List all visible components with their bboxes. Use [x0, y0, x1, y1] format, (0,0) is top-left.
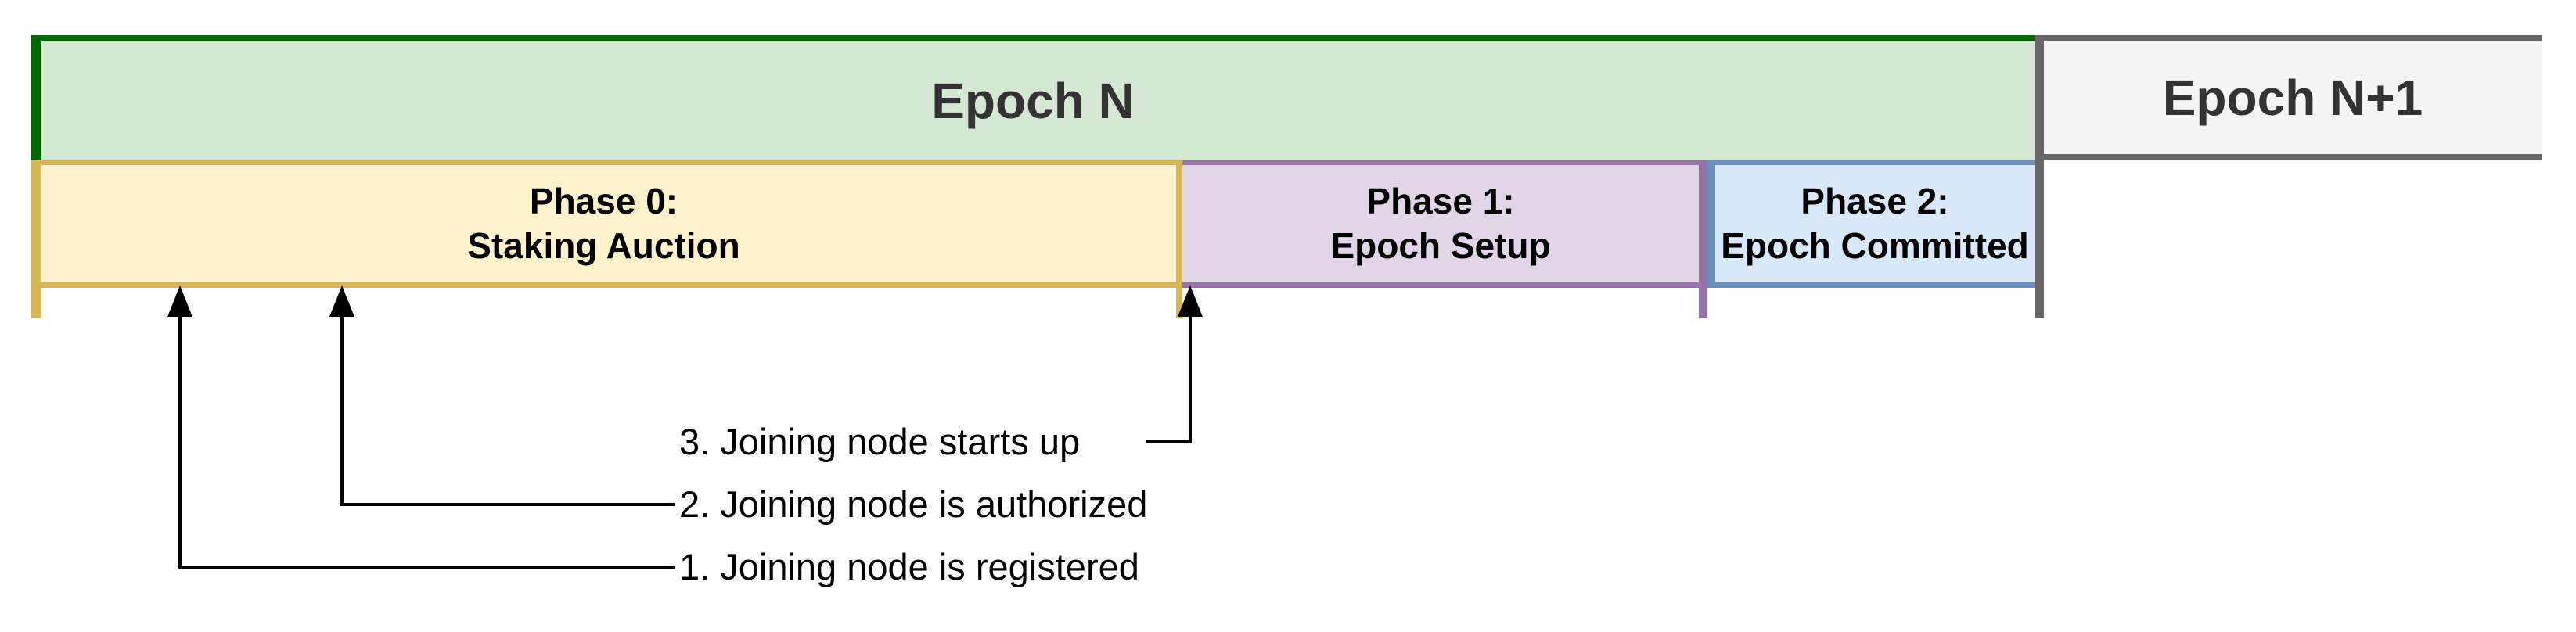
- epoch-n-plus-1-label: Epoch N+1: [2162, 70, 2423, 126]
- annotation-1-label: 1. Joining node is registered: [679, 546, 1139, 587]
- phase-1-subtitle: Epoch Setup: [1330, 225, 1551, 266]
- epoch-n-label: Epoch N: [931, 73, 1135, 129]
- phase-2-subtitle: Epoch Committed: [1721, 225, 2029, 266]
- annotation-2-label: 2. Joining node is authorized: [679, 483, 1148, 525]
- phase-1-phase-2-boundary-line: [1699, 160, 1707, 318]
- arrow-1-horizontal-line: [178, 566, 675, 569]
- phase-1-bar: Phase 1: Epoch Setup: [1182, 160, 1699, 288]
- arrow-2-vertical-line: [340, 311, 344, 506]
- arrow-3-horizontal-line: [1146, 440, 1192, 443]
- phase-0-phase-1-boundary-line: [1176, 160, 1182, 318]
- annotation-3-label: 3. Joining node starts up: [679, 421, 1081, 462]
- phase-0-title: Phase 0:: [529, 181, 678, 221]
- epoch-boundary-divider-line: [2035, 35, 2044, 318]
- arrow-3-vertical-line: [1189, 311, 1192, 443]
- phase-2-title: Phase 2:: [1801, 181, 1949, 221]
- phase-0-start-boundary-line: [31, 160, 41, 318]
- epoch-n-plus-1-bar: Epoch N+1: [2044, 35, 2542, 160]
- phase-0-bar: Phase 0: Staking Auction: [31, 160, 1176, 288]
- arrow-2-horizontal-line: [340, 503, 675, 506]
- epoch-n-bar: Epoch N: [31, 35, 2035, 160]
- phase-0-subtitle: Staking Auction: [467, 225, 740, 266]
- phase-1-title: Phase 1:: [1366, 181, 1515, 221]
- epoch-n-start-marker-line: [31, 35, 41, 160]
- arrow-1-vertical-line: [178, 311, 182, 569]
- phase-2-bar: Phase 2: Epoch Committed: [1707, 160, 2035, 288]
